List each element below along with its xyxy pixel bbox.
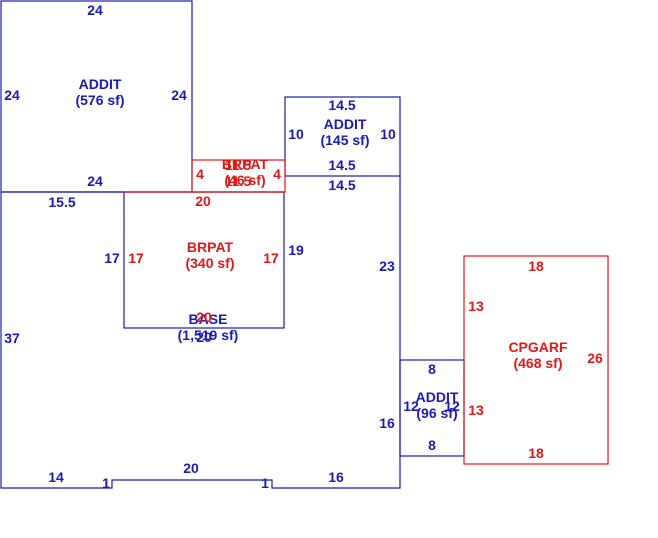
- dimension-addit3-top: 8: [428, 361, 436, 377]
- area-name-addit3: ADDIT: [416, 389, 459, 405]
- dimension-base-bottom-mid: 20: [183, 460, 199, 476]
- dimension-cpgarf-left-lower: 13: [468, 402, 484, 418]
- dimension-base-inner-left: 17: [104, 250, 120, 266]
- area-size-brpat2: (340 sf): [185, 255, 234, 271]
- cpgarf-outline: [463, 255, 609, 465]
- dimension-brpat2-top: 20: [195, 193, 211, 209]
- area-size-addit2: (145 sf): [320, 132, 369, 148]
- area-size-cpgarf: (468 sf): [513, 355, 562, 371]
- dimension-brpat2-bottom: 20: [196, 309, 212, 325]
- area-size-addit1: (576 sf): [75, 92, 124, 108]
- dimension-addit3-left: 12: [403, 398, 419, 414]
- dimension-cpgarf-bottom: 18: [528, 445, 544, 461]
- dimension-brpat2-left: 17: [128, 250, 144, 266]
- dimension-base-top-left: 15.5: [48, 194, 75, 210]
- dimension-addit3-right: 12: [444, 398, 460, 414]
- dimension-labels: 24 24 24 24 14.5 10 10 14.5 14.5 4 4 11.511.5 15.5 20…: [4, 2, 603, 491]
- dimension-base-inner-bottom: 20: [196, 329, 212, 345]
- dimension-addit2-left: 10: [288, 126, 304, 142]
- dimension-base-left: 37: [4, 330, 20, 346]
- dimension-brpat2-right: 17: [263, 250, 279, 266]
- dimension-brpat1-left: 4: [196, 166, 204, 182]
- dimension-addit2-top: 14.5: [328, 97, 355, 113]
- area-size-brpat1: (46 sf): [224, 172, 265, 188]
- area-name-addit1: ADDIT: [79, 76, 122, 92]
- dimension-addit2-right: 10: [380, 126, 396, 142]
- dimension-base-jog-right: 1: [261, 475, 269, 491]
- dimension-base-jog-left: 1: [102, 475, 110, 491]
- area-name-base: BASE: [189, 311, 228, 327]
- brpat-46-outline: [191, 159, 286, 193]
- outlines: [0, 0, 609, 489]
- dimension-base-bottom-right: 16: [328, 469, 344, 485]
- area-size-addit3: (96 sf): [416, 405, 457, 421]
- area-name-brpat1: BRPAT: [222, 156, 269, 172]
- area-size-base: (1,519 sf): [178, 327, 239, 343]
- base-outline: [0, 176, 401, 489]
- area-name-cpgarf: CPGARF: [508, 339, 568, 355]
- dimension-addit1-bottom: 24: [87, 173, 103, 189]
- addit-145-outline: [284, 96, 401, 177]
- dimension-base-top-right: 14.5: [328, 177, 355, 193]
- area-name-brpat2: BRPAT: [187, 239, 234, 255]
- area-labels: ADDIT(576 sf)ADDIT(145 sf)BRPAT(46 sf)BR…: [75, 76, 568, 421]
- dimension-brpat1-bottom: 11.5: [225, 173, 252, 189]
- dimension-brpat1-top: 11.5: [225, 157, 252, 173]
- dimension-base-inner-right: 19: [288, 242, 304, 258]
- dimension-cpgarf-top: 18: [528, 258, 544, 274]
- dimension-base-right: 23: [379, 258, 395, 274]
- dimension-cpgarf-right: 26: [587, 350, 603, 366]
- dimension-addit1-top: 24: [87, 2, 103, 18]
- dimension-addit1-left: 24: [4, 87, 20, 103]
- dimension-addit1-right: 24: [171, 87, 187, 103]
- dimension-addit2-bottom: 14.5: [328, 157, 355, 173]
- dimension-brpat1-right: 4: [273, 166, 281, 182]
- area-name-addit2: ADDIT: [324, 116, 367, 132]
- dimension-base-bottom-left: 14: [48, 469, 64, 485]
- dimension-cpgarf-left-upper: 13: [468, 298, 484, 314]
- dimension-addit3-bottom: 8: [428, 437, 436, 453]
- dimension-base-right-lower: 16: [379, 415, 395, 431]
